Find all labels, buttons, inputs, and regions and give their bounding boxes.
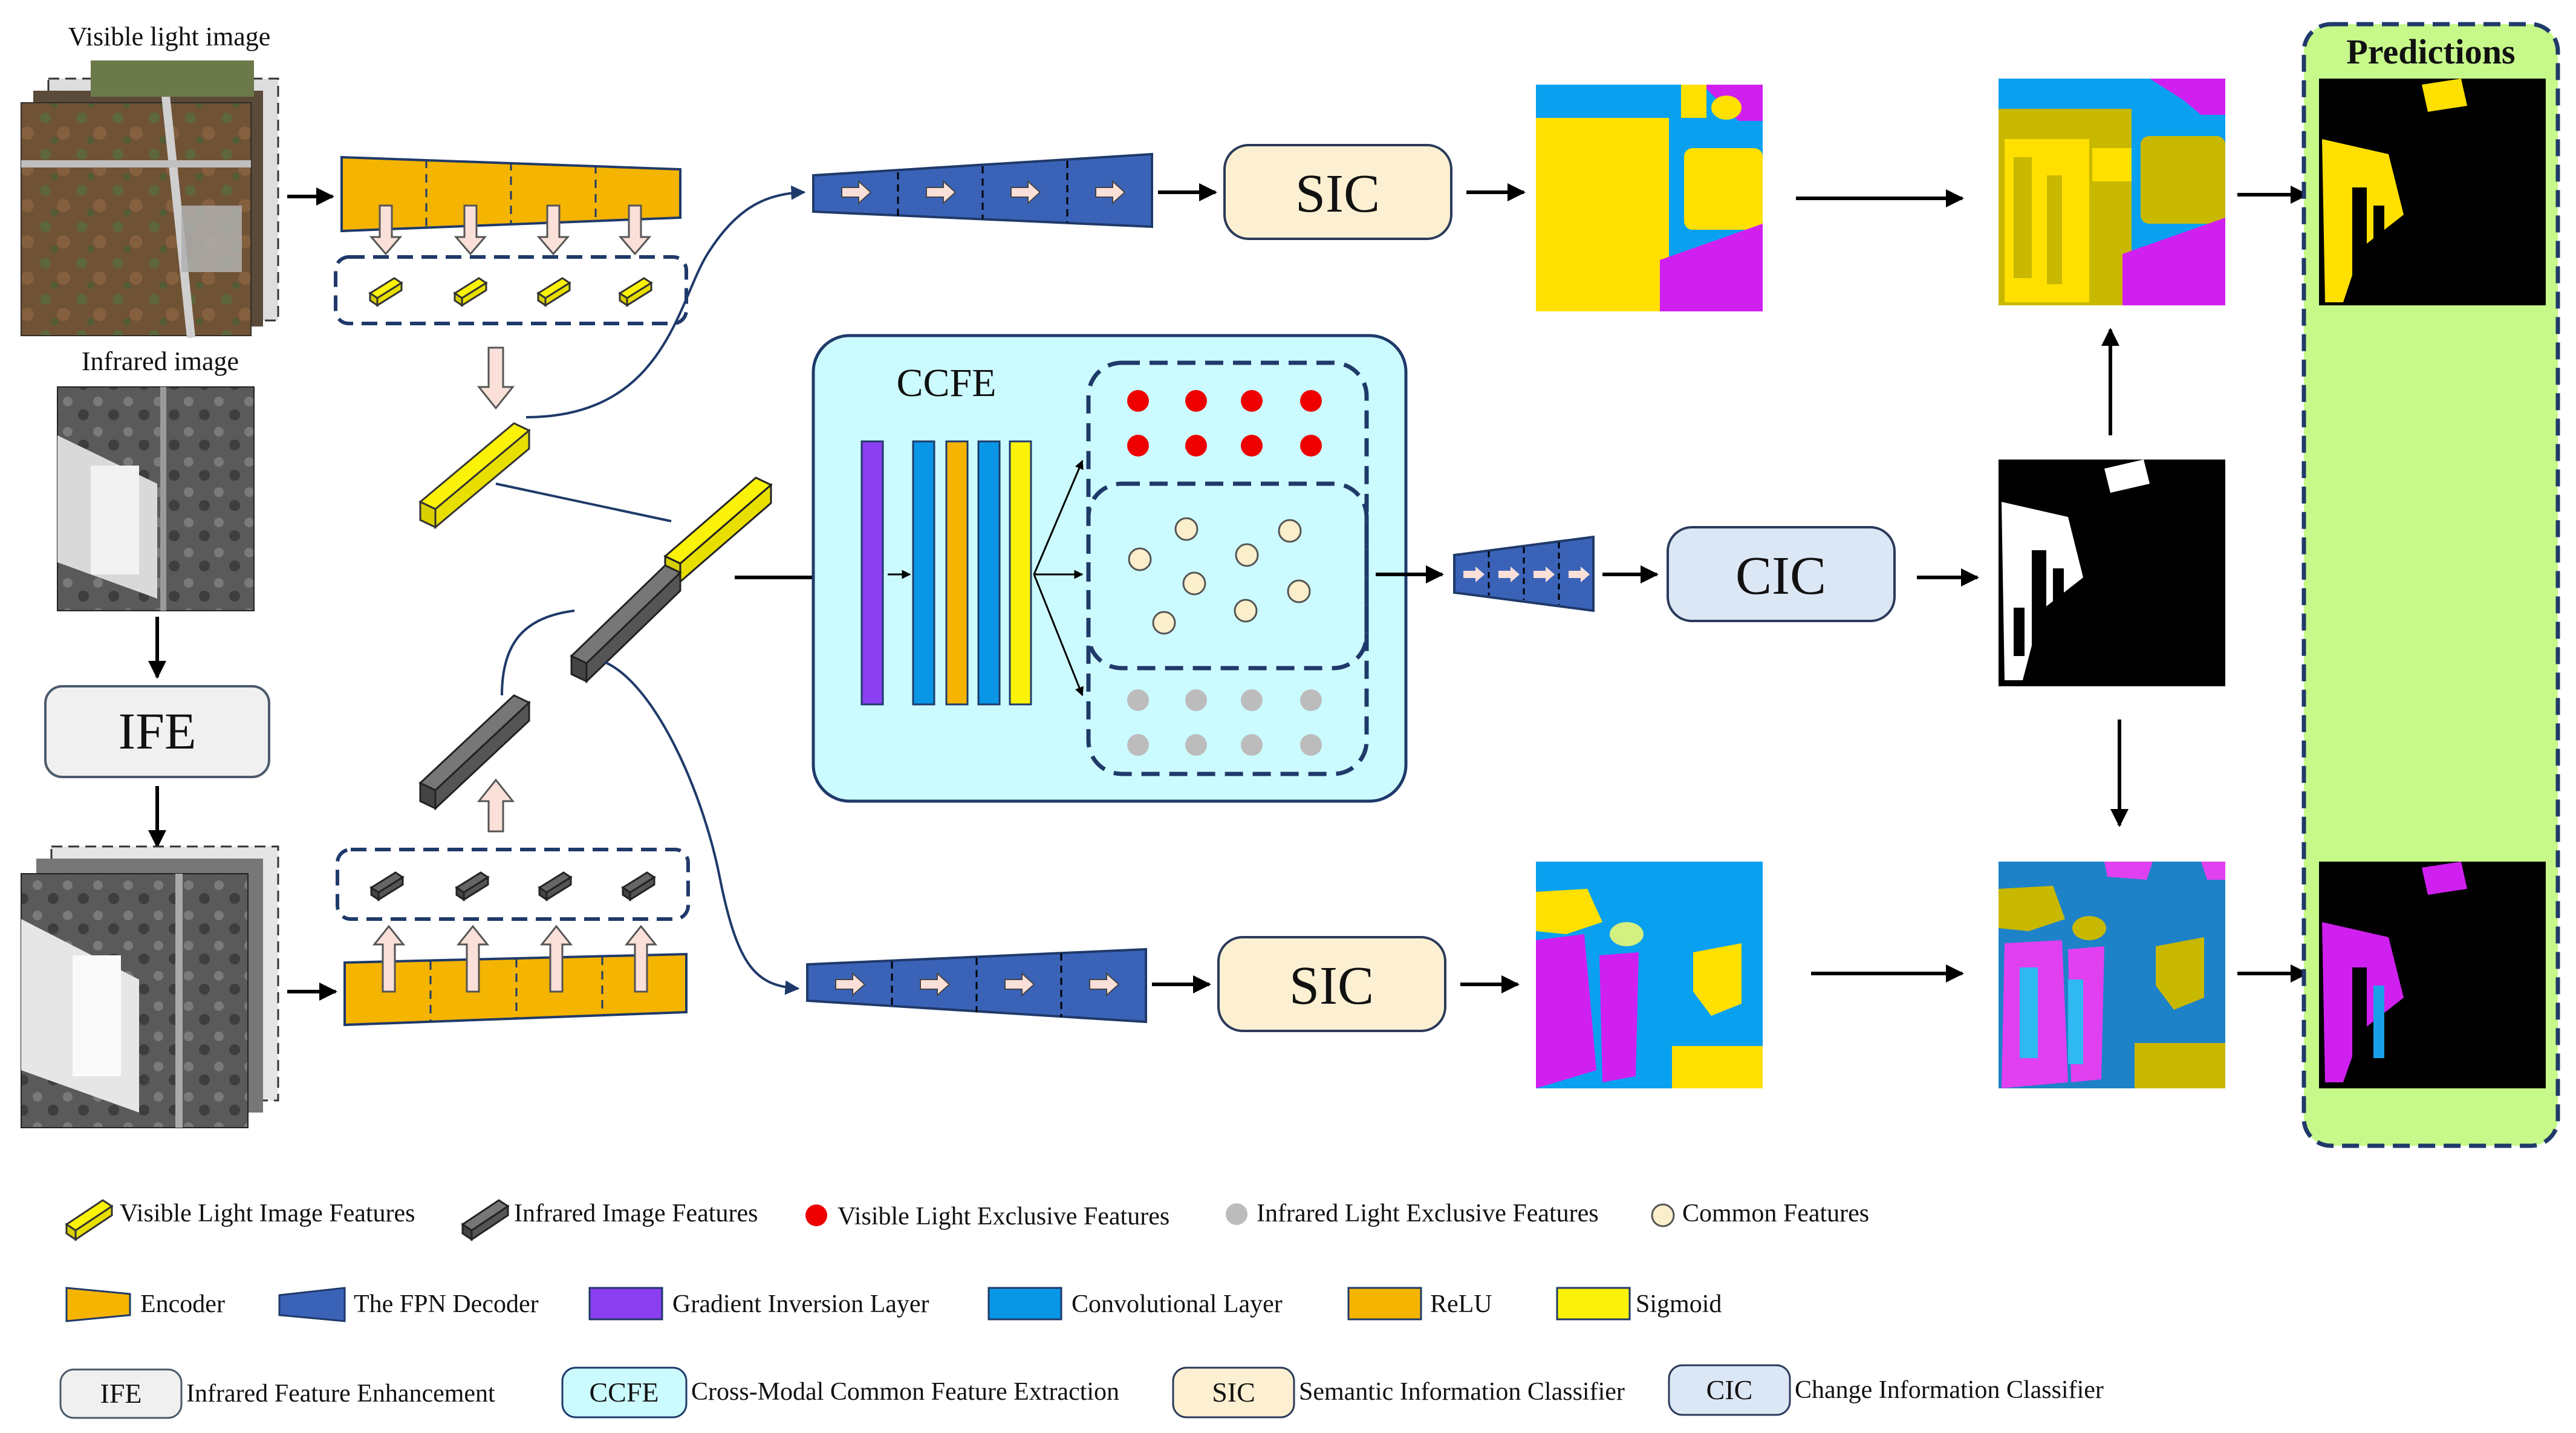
legend-ccfe-box [561,1366,688,1418]
sic-bottom-module [1217,936,1446,1032]
infrared-exclusive-dots [1127,689,1322,756]
legend-ife-abbr: IFE [100,1378,142,1409]
top-merged-map [1999,79,2225,305]
sic-top-label: SIC [1295,164,1380,224]
bottom-small-features [369,871,656,902]
bottom-encoder [343,952,688,1027]
legend-infrared-exclusive: Infrared Light Exclusive Features [1257,1200,1599,1227]
fused-feature-bars [570,476,773,684]
common-feature-dots [1128,517,1311,635]
legend-ccfe-label: Cross-Modal Common Feature Extraction [691,1378,1119,1406]
ccfe-label: CCFE [896,361,996,405]
infrared-image-label: Infrared image [82,346,239,376]
bottom-semantic-map [1536,862,1763,1088]
visible-to-fusion-line [495,483,672,522]
cream-dot-icon [1651,1203,1675,1227]
visible-feature-bar [418,422,531,530]
legend-sic-box [1172,1366,1295,1418]
sigmoid-icon [1556,1287,1631,1321]
legend: Visible Light Image Features Infrared Im… [59,1199,2104,1419]
encoder-icon [65,1287,131,1322]
bottom-fusion-up-arrow [476,778,515,833]
legend-sigmoid: Sigmoid [1636,1290,1722,1318]
top-feature-group [334,255,688,325]
prediction-bottom [2319,862,2546,1088]
infrared-image [57,386,255,611]
bottom-encoder-up-arrows [372,924,658,993]
top-fpn-decoder [812,152,1153,229]
gray-dot-icon [1226,1203,1247,1225]
sigmoid-layer [1009,440,1032,706]
relu-icon [1347,1287,1422,1321]
bottom-fpn-decoder [806,947,1147,1024]
visible-exclusive-dots [1127,390,1322,457]
legend-ccfe-abbr: CCFE [589,1377,659,1408]
infrared-feature-icon [461,1199,510,1241]
legend-cic-abbr: CIC [1706,1374,1753,1405]
conv-layer-2 [977,440,1001,706]
change-map [1999,460,2225,686]
top-small-features [368,277,653,307]
legend-cic-box [1668,1364,1791,1416]
gradient-inversion-icon [588,1287,663,1321]
ife-label: IFE [119,702,197,760]
top-encoder-down-arrows [369,204,652,256]
legend-relu: ReLU [1430,1290,1492,1318]
sic-top-module [1223,144,1452,240]
legend-conv-layer: Convolutional Layer [1072,1290,1283,1318]
ife-module [44,685,270,778]
common-feature-group [1086,481,1369,671]
ccfe-layers [860,440,1032,706]
legend-visible-features: Visible Light Image Features [120,1200,415,1227]
legend-sic-label: Semantic Information Classifier [1299,1378,1625,1406]
top-semantic-map [1536,85,1763,311]
fpn-decoder-icon [278,1287,346,1322]
legend-sic-abbr: SIC [1212,1377,1255,1408]
bottom-feature-group [336,848,690,921]
cic-label: CIC [1735,546,1826,606]
relu-layer-1 [945,440,969,706]
sic-bottom-label: SIC [1289,956,1374,1016]
infrared-feature-bar [418,694,531,811]
ccfe-output-decoder [1453,535,1595,613]
top-encoder [340,155,681,233]
legend-ife-label: Infrared Feature Enhancement [186,1380,495,1408]
top-fusion-down-arrow [476,346,515,410]
gradient-inversion-layer [860,440,884,706]
conv-layer-1 [912,440,935,706]
legend-gradient-inversion: Gradient Inversion Layer [672,1290,929,1318]
legend-ife-box [59,1368,183,1419]
bottom-merged-map [1999,862,2225,1088]
prediction-top [2319,79,2546,305]
predictions-title: Predictions [2346,32,2515,71]
visible-image-label: Visible light image [68,22,271,51]
enhanced-infrared-stack [21,845,279,1128]
legend-cic-label: Change Information Classifier [1795,1376,2104,1404]
legend-common-features: Common Features [1682,1200,1869,1227]
visible-feature-icon [65,1199,114,1241]
red-dot-icon [805,1204,827,1226]
legend-visible-exclusive: Visible Light Exclusive Features [838,1203,1169,1230]
conv-layer-icon [987,1287,1062,1321]
legend-encoder: Encoder [140,1290,225,1318]
legend-fpn-decoder: The FPN Decoder [354,1290,539,1318]
visible-image-stack [21,60,279,339]
cic-module [1667,526,1896,622]
legend-infrared-features: Infrared Image Features [514,1200,758,1227]
